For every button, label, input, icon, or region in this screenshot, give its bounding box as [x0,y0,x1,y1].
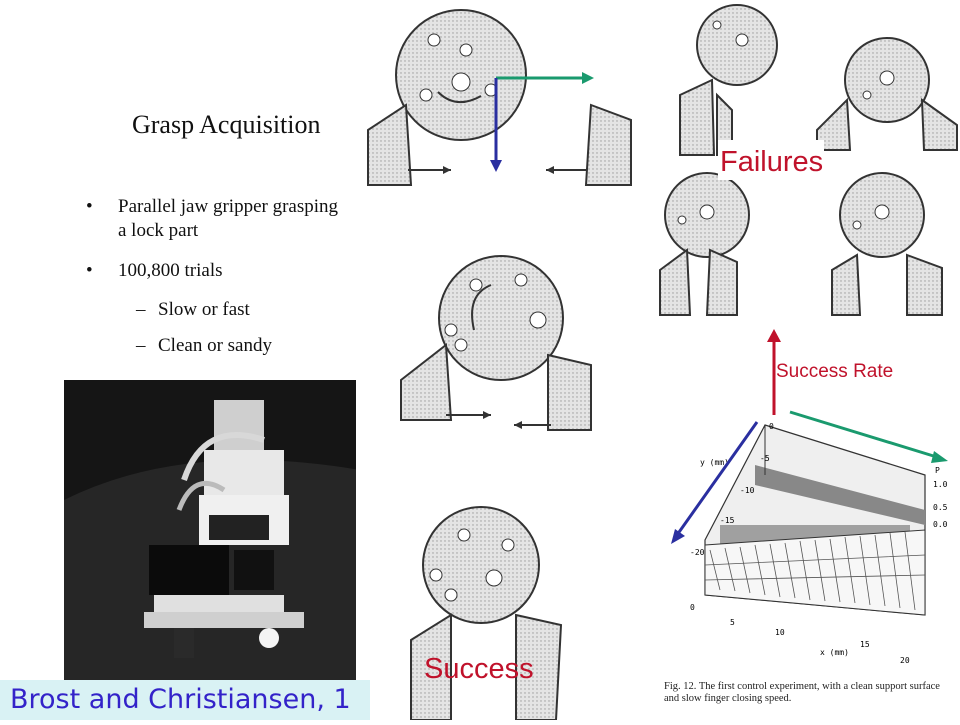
p-tick-label: 1.0 [933,480,948,489]
y-tick-label: -5 [760,454,770,463]
failure-case [831,172,943,316]
p-tick-label: 0.5 [933,503,948,512]
success-rate-surface: 0 -5 -10 -15 -20 y (mm) 0 5 10 15 20 x (… [690,422,948,665]
bullet-list: Parallel jaw gripper grasping a lock par… [80,195,350,370]
x-tick-label: 20 [900,656,910,665]
x-tick-label: 0 [690,603,695,612]
x-tick-label: 15 [860,640,870,649]
grasp-stage-rotating [400,255,592,431]
sub-bullet-item: Clean or sandy [80,334,350,358]
grasp-stage-success [410,506,563,721]
y-tick-label: -20 [690,548,705,557]
y-axis-title: y (mm) [700,458,729,467]
figure-caption: Fig. 12. The first control experiment, w… [664,681,940,705]
p-axis-title: P [935,466,940,475]
grasp-stage-initial [367,9,632,186]
success-rate-label: Success Rate [776,361,894,382]
y-tick-label: 0 [769,422,774,431]
citation-footer: Brost and Christiansen, 1 [0,680,370,720]
grasp-sequence-drawing [367,9,632,721]
failure-case [816,37,958,151]
bullet-item: Parallel jaw gripper grasping a lock par… [80,195,350,243]
failures-figure [652,0,960,320]
success-rate-plot: 0 -5 -10 -15 -20 y (mm) 0 5 10 15 20 x (… [660,415,960,680]
x-tick-label: 5 [730,618,735,627]
x-tick-label: 10 [775,628,785,637]
grasp-sequence-figure [356,0,652,721]
y-axis-arrow [675,421,759,536]
plot-axis-arrows [671,410,948,544]
failures-label: Failures [720,146,824,178]
x-axis-arrow [789,410,941,460]
success-rate-arrow [767,329,781,417]
sub-bullet-item: Slow or fast [80,298,350,322]
success-label: Success [424,653,534,685]
failure-case [659,172,750,316]
p-tick-label: 0.0 [933,520,948,529]
gripper-photo-drawing [64,380,360,680]
x-axis-title: x (mm) [820,648,849,657]
slide-title: Grasp Acquisition [132,110,321,139]
gripper-photo [64,380,360,680]
failure-case [679,4,778,156]
y-tick-label: -10 [740,486,755,495]
bullet-item: 100,800 trials [80,259,350,283]
y-tick-label: -15 [720,516,735,525]
failures-drawing [659,4,958,316]
